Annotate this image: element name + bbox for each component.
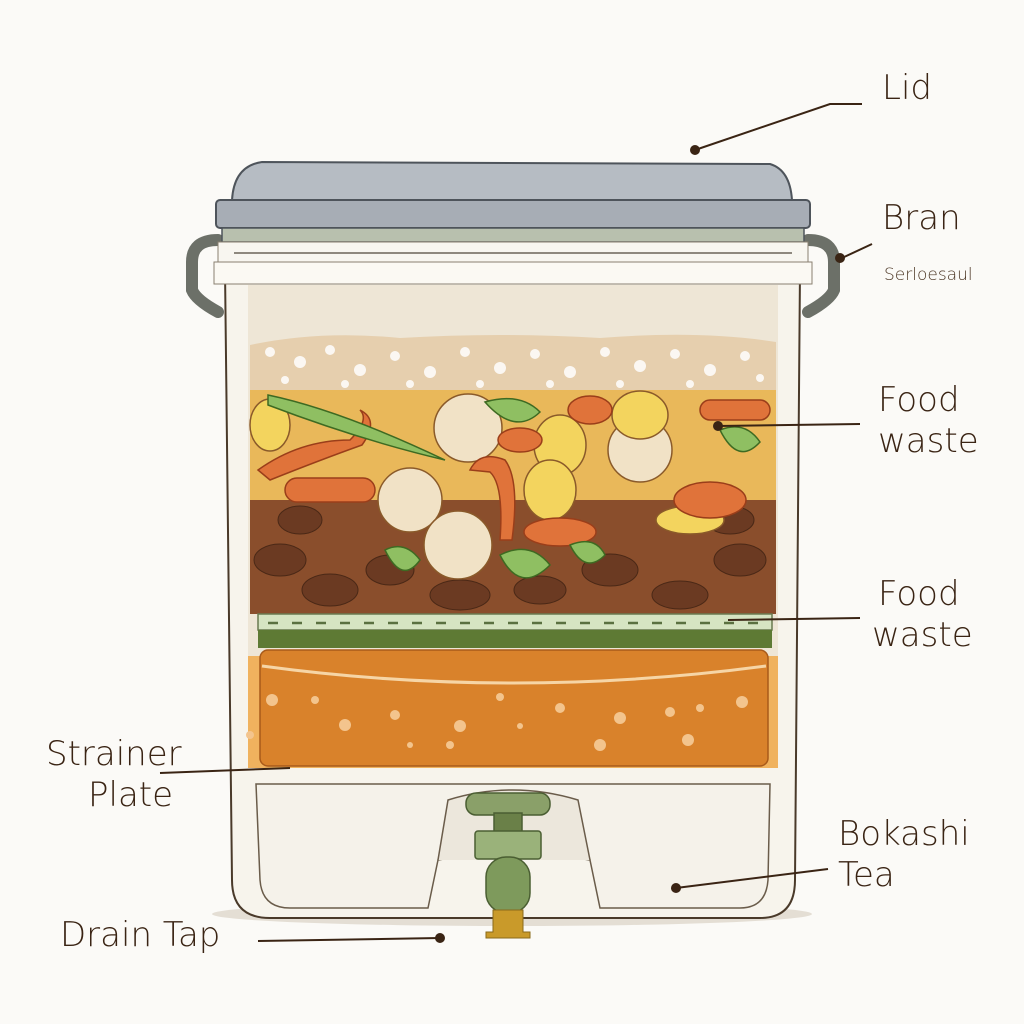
lid (213, 160, 813, 285)
bin-handles (186, 234, 840, 318)
leader-strainer (159, 767, 291, 774)
label-drain-tap: Drain Tap (60, 915, 221, 955)
label-bokashi-tea: Bokashi Tea (838, 814, 970, 897)
label-food-waste-top: Food waste (878, 380, 979, 463)
label-bokashi-tea-line1: Bokashi (838, 814, 970, 854)
label-food-waste-top-line1: Food (878, 380, 960, 420)
leader-lid (694, 103, 862, 151)
label-food-waste-top-line2: waste (878, 421, 979, 462)
leader-drain-tap (257, 937, 441, 942)
label-lid: Lid (882, 68, 932, 108)
leader-food-waste-top (717, 423, 861, 427)
bran-layer (250, 334, 776, 392)
label-strainer-line1: Strainer (46, 734, 182, 774)
leader-bokashi-tea (675, 868, 829, 889)
strainer-plate (257, 613, 773, 648)
bokashi-tea-liquid (246, 649, 778, 768)
label-strainer-line2: Plate (88, 775, 174, 816)
label-bran-subtitle: Serloesaul (884, 265, 973, 285)
label-food-waste-bottom: Food waste (872, 574, 973, 657)
label-strainer-plate: Strainer Plate (46, 734, 182, 817)
label-food-waste-bottom-line2: waste (872, 615, 973, 656)
leader-lines (159, 103, 873, 943)
food-waste-layer (249, 390, 776, 614)
label-bokashi-tea-line2: Tea (838, 855, 895, 896)
leader-bran (841, 243, 873, 259)
leader-food-waste-bottom (727, 617, 861, 621)
drain-tap (465, 792, 551, 939)
label-food-waste-bottom-line1: Food (878, 574, 960, 614)
label-bran: Bran (882, 198, 961, 238)
